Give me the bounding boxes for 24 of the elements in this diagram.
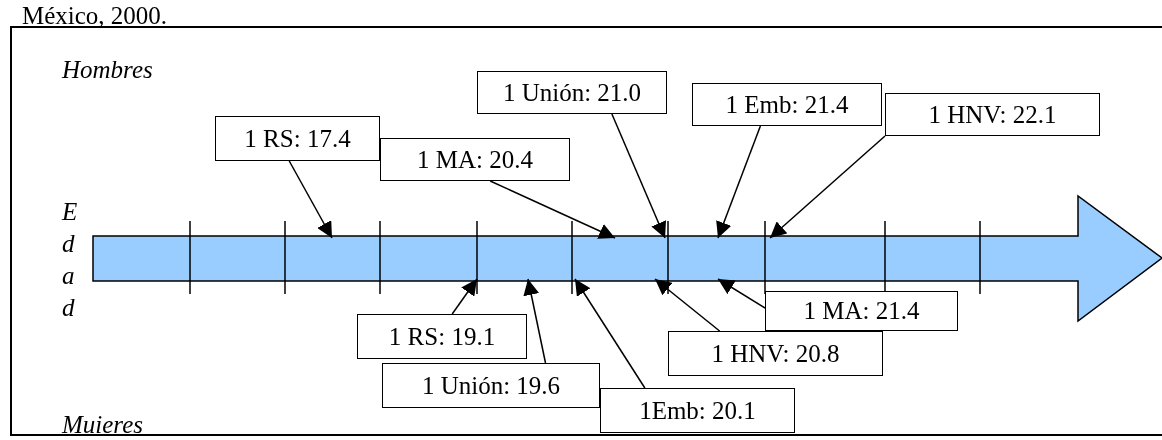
callout-box: 1 Emb: 21.4 — [692, 83, 882, 126]
leader-arrow — [451, 278, 478, 315]
leader-arrow — [489, 180, 616, 239]
callout-box: 1 RS: 17.4 — [215, 116, 380, 161]
callout-box: 1 HNV: 20.8 — [668, 331, 883, 376]
leader-arrow — [611, 113, 667, 239]
group-label: Muieres — [62, 411, 143, 439]
callout-box: 1 HNV: 22.1 — [885, 93, 1100, 136]
callout-box: 1 Unión: 19.6 — [382, 363, 600, 408]
callout-box: 1Emb: 20.1 — [600, 388, 795, 433]
caption-text: México, 2000. — [22, 2, 168, 30]
leader-arrow — [717, 278, 766, 309]
axis-label: Edad — [62, 197, 76, 323]
callout-box: 1 MA: 21.4 — [765, 291, 958, 331]
callout-box: 1 Unión: 21.0 — [477, 71, 667, 114]
leader-arrow — [574, 278, 646, 389]
callout-box: 1 RS: 19.1 — [357, 314, 527, 359]
leader-arrow — [288, 160, 333, 239]
leader-arrow — [654, 278, 721, 332]
leader-arrow — [716, 125, 762, 239]
leader-arrow — [769, 135, 886, 239]
leader-arrow — [523, 278, 547, 364]
callout-box: 1 MA: 20.4 — [380, 138, 570, 181]
group-label: Hombres — [62, 56, 153, 84]
